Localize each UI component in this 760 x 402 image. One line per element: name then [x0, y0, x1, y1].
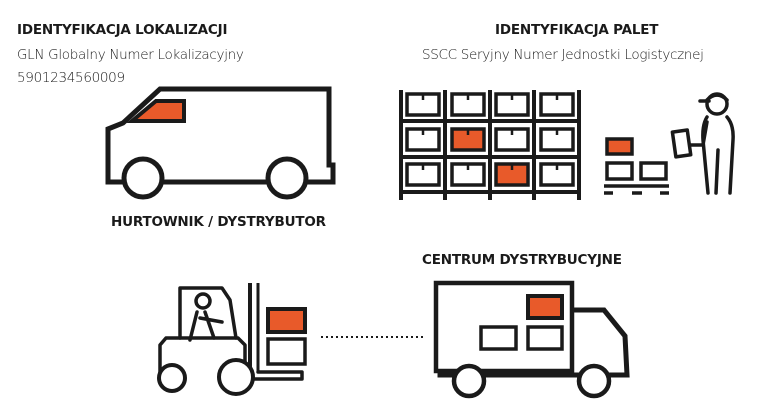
location-subtitle: GLN Globalny Numer Lokalizacyjny: [17, 47, 244, 63]
van-icon: [105, 86, 336, 200]
pallet-icon: [604, 137, 669, 195]
location-title: IDENTYFIKACJA LOKALIZACJI: [17, 22, 228, 38]
worker-icon: [670, 92, 735, 195]
truck-icon: [433, 280, 630, 399]
distribution-caption: CENTRUM DYSTRYBUCYJNE: [422, 252, 622, 268]
forklift-icon: [157, 283, 307, 396]
pallets-title: IDENTYFIKACJA PALET: [495, 22, 659, 38]
warehouse-shelf-icon: [399, 90, 581, 200]
wholesaler-caption: HURTOWNIK / DYSTRYBUTOR: [111, 214, 326, 230]
pallets-subtitle: SSCC Seryjny Numer Jednostki Logistyczne…: [422, 47, 704, 63]
gln-number: 5901234560009: [17, 70, 125, 86]
